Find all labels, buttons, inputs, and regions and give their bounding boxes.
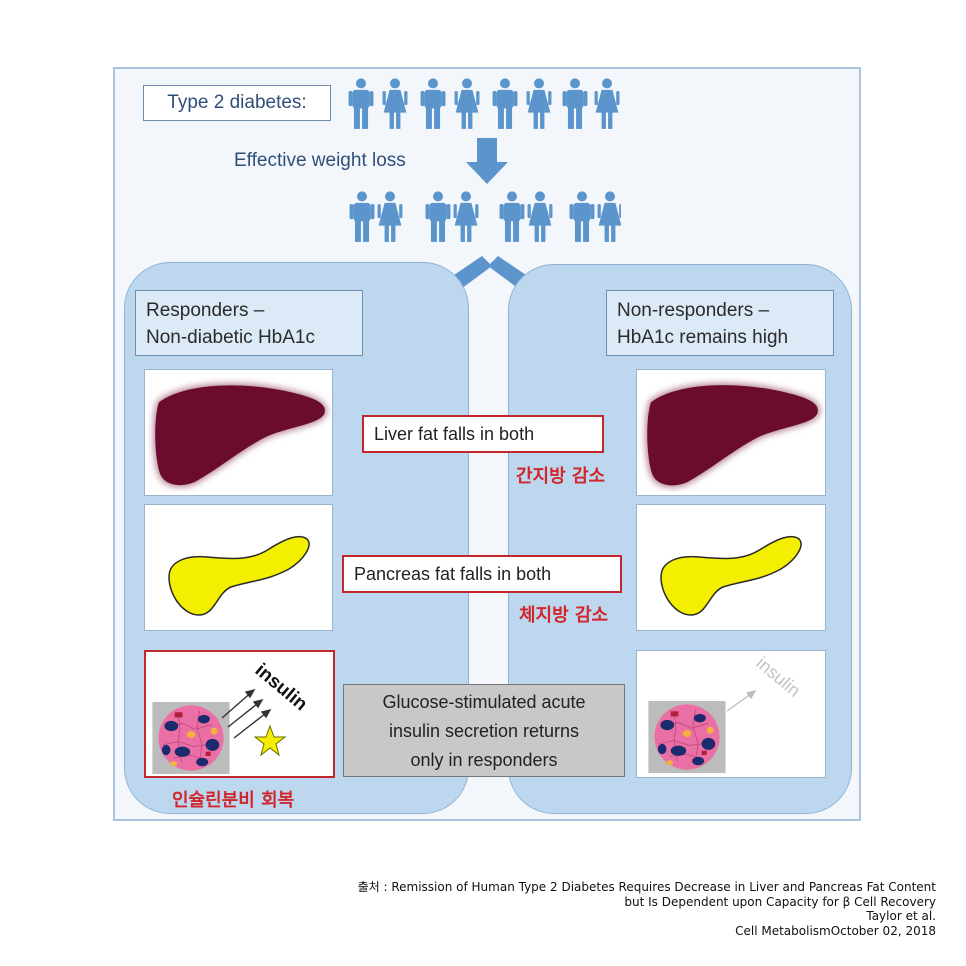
source-line4: Cell MetabolismOctober 02, 2018: [735, 923, 936, 938]
down-arrow-icon: [466, 138, 508, 184]
population-row-top: [348, 78, 620, 135]
liver-fat-finding: Liver fat falls in both: [362, 415, 604, 453]
insulin-finding-line2: insulin secretion returns: [388, 721, 580, 741]
liver-fat-korean-label: 간지방 감소: [516, 466, 606, 487]
responders-heading: Responders – Non-diabetic HbA1c: [135, 290, 363, 356]
population-row-after: [349, 191, 623, 248]
pancreas-fat-korean-label: 체지방 감소: [519, 605, 609, 626]
people-icons-after: [349, 191, 623, 242]
liver-image-non-responders: [636, 369, 826, 496]
insulin-image-responders: insulin: [144, 650, 335, 778]
insulin-secretion-illustration-faded: insulin: [647, 653, 804, 773]
non-responders-heading-line2: HbA1c remains high: [617, 327, 789, 348]
responders-heading-line1: Responders –: [146, 300, 265, 321]
insulin-label: insulin: [251, 660, 311, 715]
liver-icon: [637, 370, 825, 495]
pancreas-icon: [660, 535, 802, 616]
weight-loss-label: Effective weight loss: [234, 150, 406, 171]
insulin-korean-label: 인슐린분비 회복: [172, 790, 295, 811]
islet-cell-icon: [647, 701, 727, 773]
pancreas-icon: [168, 535, 310, 616]
insulin-label-faded: insulin: [752, 653, 804, 701]
source-line1: 출처 : Remission of Human Type 2 Diabetes …: [357, 880, 936, 894]
liver-icon: [145, 370, 332, 495]
non-responders-heading-line1: Non-responders –: [617, 300, 770, 321]
pancreas-image-non-responders: [636, 504, 826, 631]
insulin-finding-line3: only in responders: [410, 750, 558, 770]
source-citation: 출처 : Remission of Human Type 2 Diabetes …: [358, 880, 936, 938]
star-icon: [253, 724, 287, 757]
pancreas-fat-finding: Pancreas fat falls in both: [342, 555, 622, 593]
source-line2: but Is Dependent upon Capacity for β Cel…: [624, 894, 936, 909]
liver-image-responders: [144, 369, 333, 496]
islet-cell-icon: [151, 702, 231, 774]
people-icons-top: [348, 78, 620, 129]
non-responders-heading: Non-responders – HbA1c remains high: [606, 290, 834, 356]
insulin-secretion-illustration: insulin: [151, 660, 311, 774]
source-line3: Taylor et al.: [866, 909, 936, 923]
insulin-image-non-responders: insulin: [636, 650, 826, 778]
insulin-finding: Glucose-stimulated acute insulin secreti…: [343, 684, 625, 777]
responders-heading-line2: Non-diabetic HbA1c: [146, 327, 315, 348]
pancreas-image-responders: [144, 504, 333, 631]
type2-diabetes-label: Type 2 diabetes:: [143, 85, 331, 121]
insulin-finding-line1: Glucose-stimulated acute: [382, 692, 586, 712]
